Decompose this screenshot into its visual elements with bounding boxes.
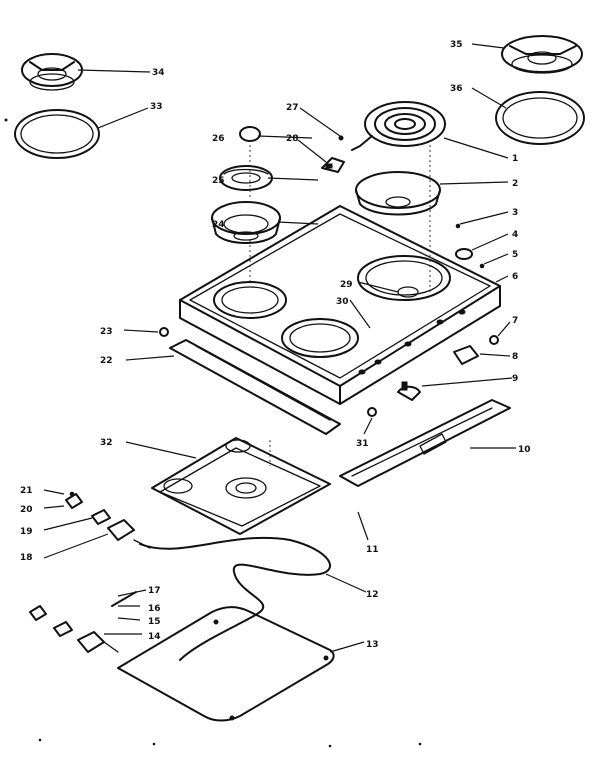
callout-labels: 34 33 26 25 24 27 28 35 36 1 2 3 4 5 6 2… (20, 40, 531, 650)
heat-shield-part (151, 437, 331, 535)
callout-33: 33 (150, 102, 163, 112)
bottom-panel-part (117, 606, 335, 722)
callout-6: 6 (512, 272, 518, 282)
drip-bowl-small-part (211, 201, 281, 244)
callout-36: 36 (450, 84, 463, 94)
small-drip-bowl-part (219, 165, 273, 191)
callout-22: 22 (100, 356, 113, 366)
callout-32: 32 (100, 438, 113, 448)
callout-2: 2 (512, 179, 518, 189)
callout-31: 31 (356, 439, 369, 449)
callout-9: 9 (512, 374, 518, 384)
callout-8: 8 (512, 352, 518, 362)
receptacle-part (321, 135, 345, 173)
callout-19: 19 (20, 527, 33, 537)
callout-35: 35 (450, 40, 463, 50)
callout-13: 13 (366, 640, 379, 650)
drip-pan-part (355, 171, 441, 216)
cooktop-body (169, 205, 501, 435)
drip-bowl-part (21, 53, 83, 91)
callout-15: 15 (148, 617, 161, 627)
callout-25: 25 (212, 176, 225, 186)
callout-20: 20 (20, 505, 33, 515)
trim-ring-part (14, 109, 100, 159)
leader-lines (43, 43, 516, 653)
power-cord-part (139, 536, 331, 661)
callout-24: 24 (212, 220, 225, 230)
surface-element-coil-part (351, 101, 446, 151)
callout-26: 26 (212, 134, 225, 144)
small-hardware-right (397, 223, 499, 401)
callout-34: 34 (152, 68, 165, 78)
callout-4: 4 (512, 230, 518, 240)
terminal-blocks-lower (29, 591, 137, 653)
callout-28: 28 (286, 134, 299, 144)
callout-21: 21 (20, 486, 33, 496)
callout-30: 30 (336, 297, 349, 307)
terminal-blocks-upper (65, 491, 151, 549)
trim-ring-large-part (495, 91, 585, 145)
callout-7: 7 (512, 316, 518, 326)
callout-5: 5 (512, 250, 518, 260)
callout-23: 23 (100, 327, 113, 337)
callout-29: 29 (340, 280, 353, 290)
callout-10: 10 (518, 445, 531, 455)
alignment-lines (249, 140, 431, 466)
callout-16: 16 (148, 604, 161, 614)
mounting-bracket-part (339, 399, 511, 487)
callout-14: 14 (148, 632, 161, 642)
callout-18: 18 (20, 553, 33, 563)
scan-specks (4, 118, 422, 748)
callout-17: 17 (148, 586, 161, 596)
callout-3: 3 (512, 208, 518, 218)
callout-1: 1 (512, 154, 518, 164)
knob-part (239, 126, 261, 142)
callout-12: 12 (366, 590, 379, 600)
callout-27: 27 (286, 103, 299, 113)
screws (159, 327, 377, 417)
callout-11: 11 (366, 545, 379, 555)
drip-bowl-large-part (501, 35, 583, 74)
